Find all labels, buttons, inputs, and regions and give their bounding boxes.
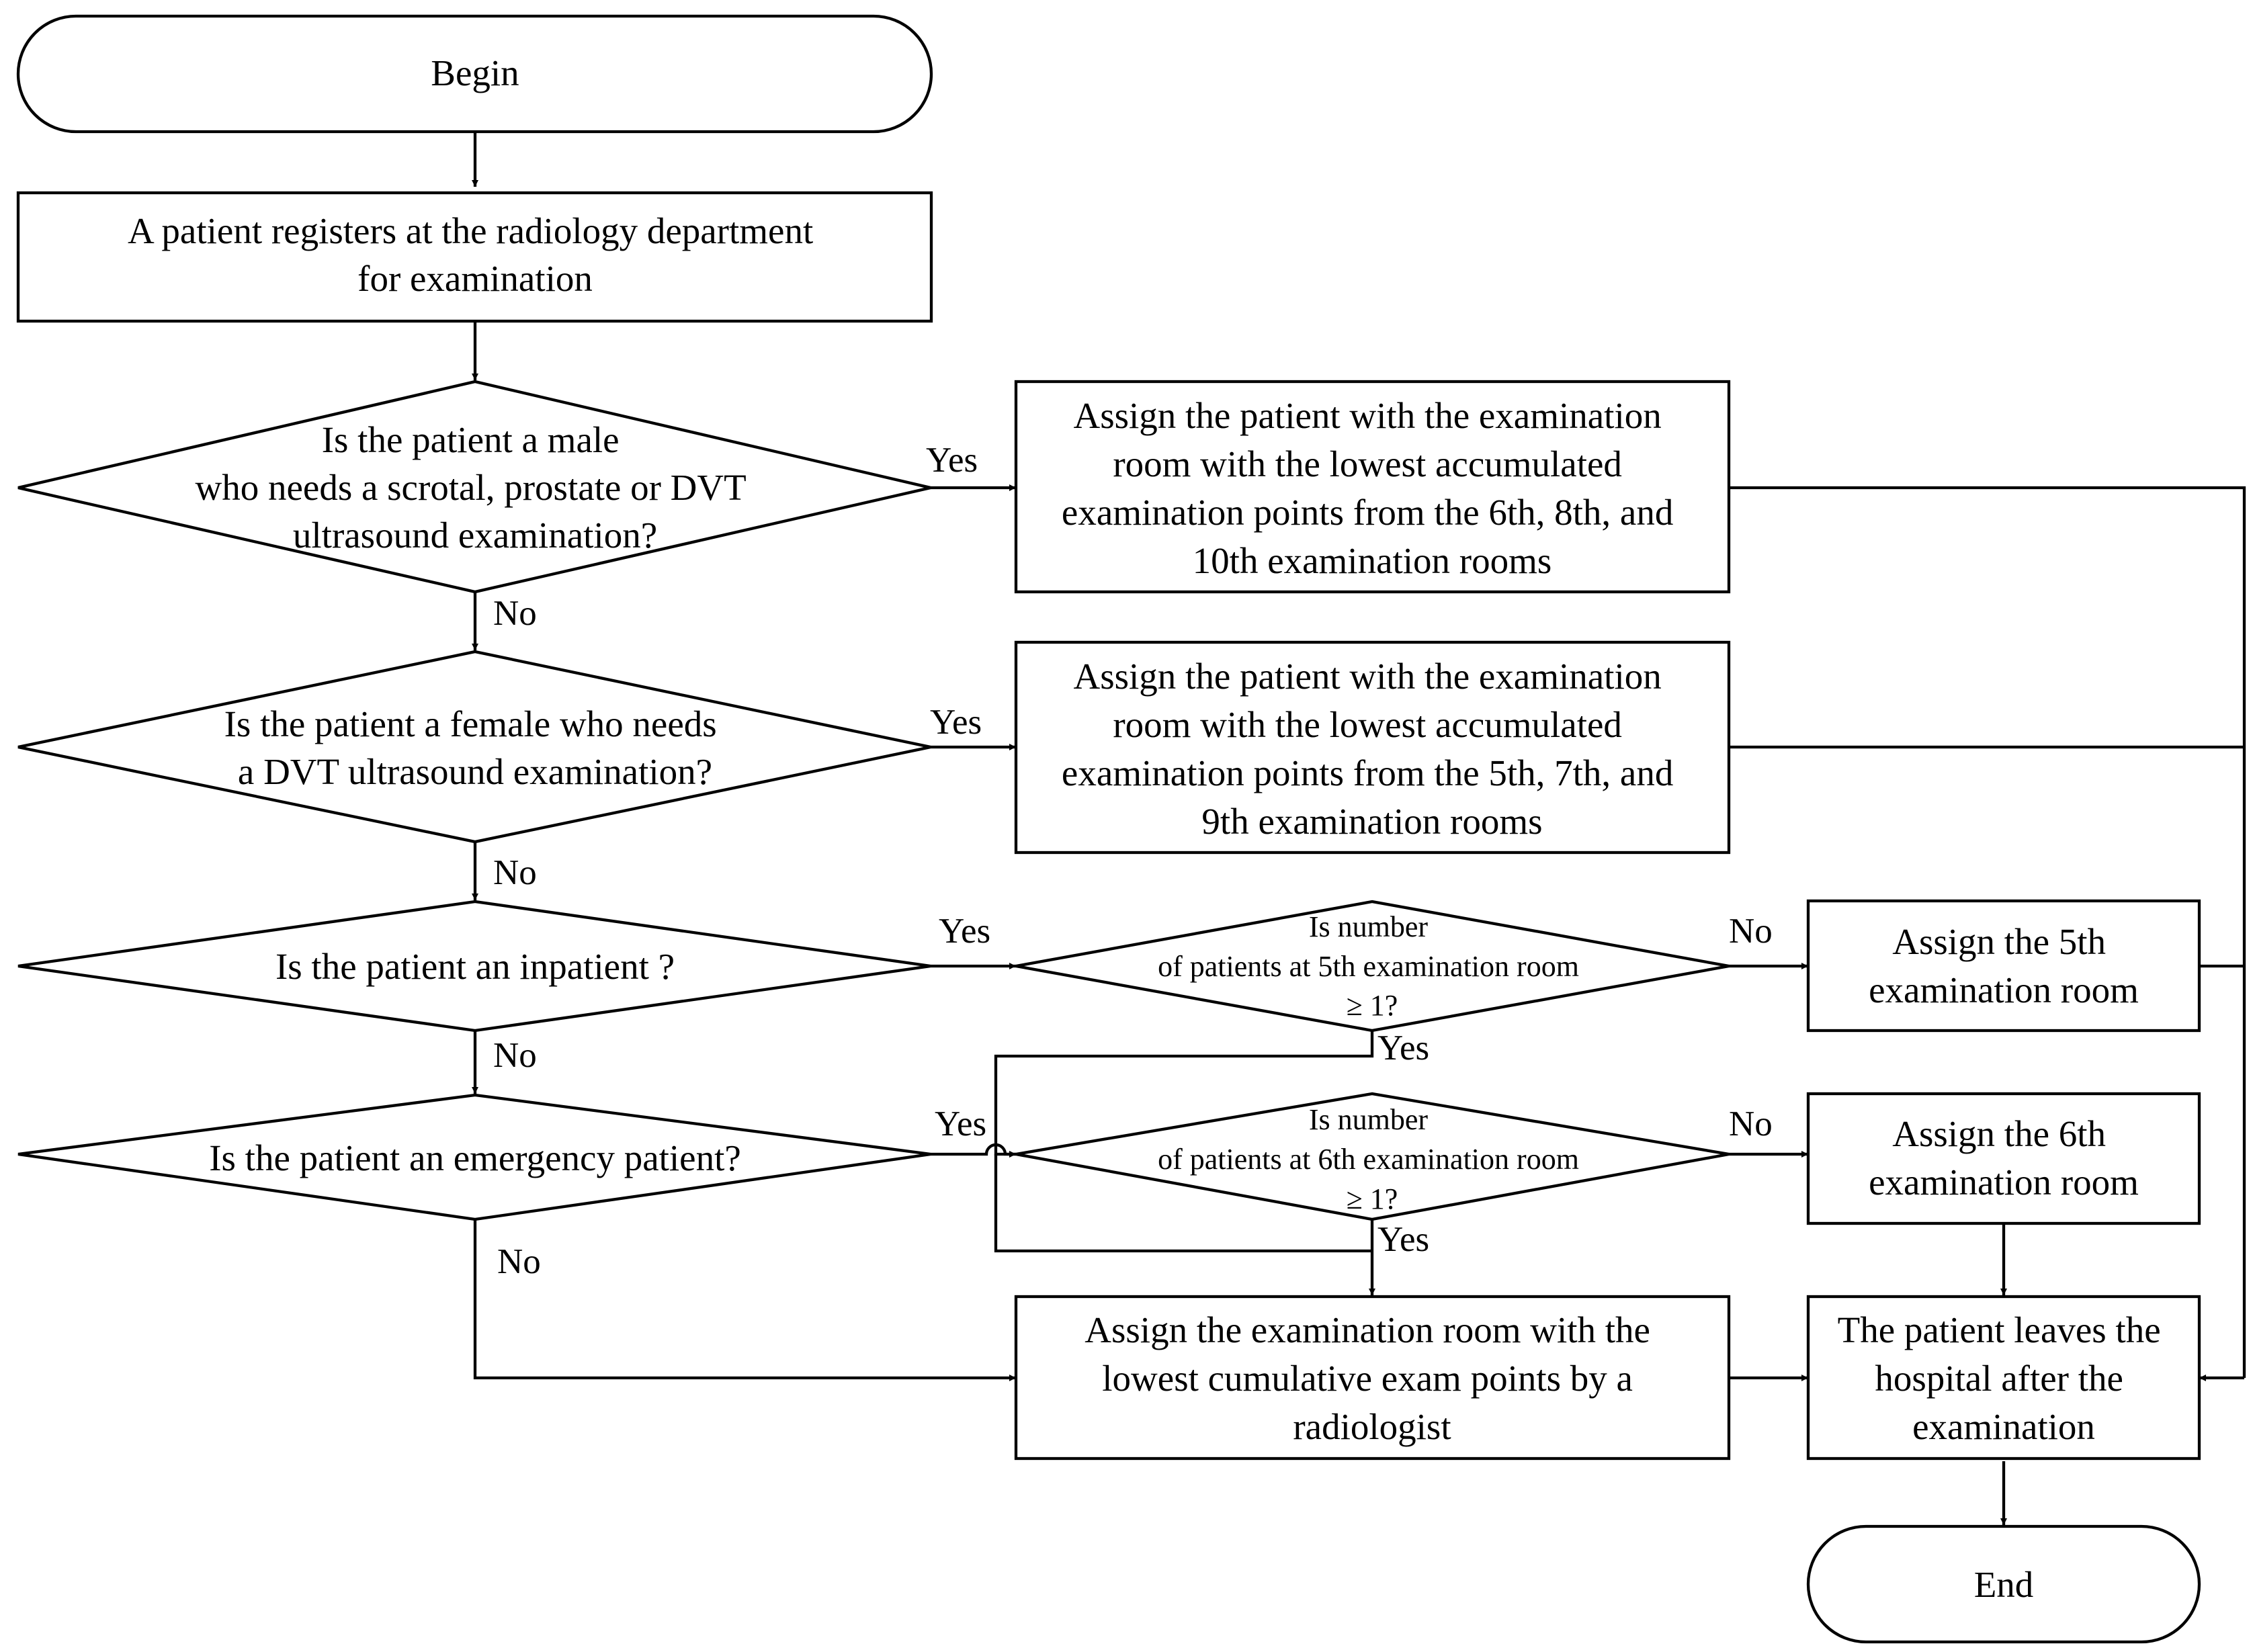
assign-6-label: Assign the 6th examination room <box>1869 1113 2139 1203</box>
label-no-qfemale: No <box>493 853 537 892</box>
q-male-decision <box>17 380 931 594</box>
q-inpatient-label: Is the patient an inpatient ? <box>275 946 675 987</box>
edge-qroom5-yes <box>994 1031 1374 1158</box>
assign-radiologist-box <box>1014 1295 1731 1461</box>
q-room5-label: Is number of patients at 5th examination… <box>1158 910 1586 1022</box>
assign-male-label: Assign the patient with the examination … <box>1062 395 1683 581</box>
assign-6-box <box>1806 1092 2201 1225</box>
label-no-qmale: No <box>493 594 537 633</box>
register-box <box>16 191 933 323</box>
edge-qemergency-yes <box>931 1143 1016 1158</box>
q-female-decision <box>17 650 931 844</box>
label-no-qemergency: No <box>497 1242 541 1281</box>
label-no-qroom5: No <box>1729 912 1773 951</box>
q-room6-decision <box>1015 1092 1730 1221</box>
label-yes-qmale: Yes <box>926 441 978 480</box>
register-label: A patient registers at the radiology dep… <box>128 210 822 299</box>
q-room6-label: Is number of patients at 6th examination… <box>1158 1103 1586 1215</box>
assign-radiologist-label: Assign the examination room with the low… <box>1085 1309 1659 1447</box>
edge-qemergency-no <box>473 1219 1016 1381</box>
label-no-qroom6: No <box>1729 1104 1773 1143</box>
label-no-qinpatient: No <box>493 1036 537 1075</box>
q-emergency-label: Is the patient an emergency patient? <box>209 1137 741 1178</box>
edge-assignmale-leave <box>1729 486 2246 1378</box>
label-yes-qfemale: Yes <box>930 703 982 742</box>
connectors <box>472 132 2246 1525</box>
assign-5-label: Assign the 5th examination room <box>1869 921 2139 1010</box>
assign-female-box <box>1014 640 1731 855</box>
q-inpatient-decision <box>17 900 931 1033</box>
end-terminal <box>1806 1524 2201 1644</box>
q-room5-decision <box>1015 900 1730 1033</box>
leave-box <box>1806 1295 2201 1461</box>
label-yes-qroom6: Yes <box>1377 1220 1429 1259</box>
assign-female-label: Assign the patient with the examination … <box>1062 656 1683 842</box>
begin-terminal <box>16 14 933 134</box>
q-female-label: Is the patient a female who needs a DVT … <box>224 703 726 792</box>
edge-loop-radiologist <box>994 1154 1372 1253</box>
q-male-label: Is the patient a male who needs a scrota… <box>196 419 755 556</box>
assign-male-box <box>1014 380 1731 594</box>
end-label: End <box>1974 1564 2034 1605</box>
begin-label: Begin <box>431 52 519 93</box>
q-emergency-decision <box>17 1093 931 1221</box>
label-yes-qroom5: Yes <box>1377 1029 1429 1068</box>
assign-5-box <box>1806 899 2201 1033</box>
label-yes-qinpatient: Yes <box>939 912 990 951</box>
leave-label: The patient leaves the hospital after th… <box>1838 1309 2170 1447</box>
label-yes-qemergency: Yes <box>935 1104 986 1143</box>
